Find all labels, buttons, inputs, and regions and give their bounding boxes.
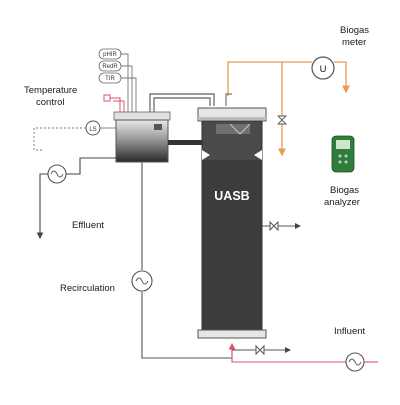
- influent-label: Influent: [334, 326, 366, 337]
- sensor-temp-label: TIR: [105, 76, 115, 82]
- biogas-analyzer-label-2: analyzer: [324, 197, 360, 208]
- uasb-reactor: [197, 107, 267, 339]
- temperature-control-label-1: Temperature: [24, 85, 77, 96]
- transfer-pipe: [168, 140, 202, 145]
- biogas-meter-symbol: U: [320, 64, 327, 75]
- level-switch-label: LS: [89, 127, 96, 133]
- gas-takeoff-pipe: [225, 93, 232, 106]
- biogas-analyzer-icon: [331, 135, 355, 173]
- biogas-meter: U: [311, 56, 335, 80]
- uasb-label: UASB: [214, 189, 249, 203]
- biogas-line: [227, 61, 350, 157]
- sensor-group: pHIR RedR TIR: [98, 48, 122, 84]
- sampling-port: [262, 220, 301, 232]
- sensor-wires: [121, 53, 137, 112]
- sensor-redox-label: RedR: [102, 64, 118, 70]
- overflow-pipe: [149, 93, 215, 112]
- effluent-label: Effluent: [72, 220, 104, 231]
- level-switch: LS: [85, 120, 101, 136]
- level-switch-wires: [33, 127, 116, 151]
- effluent-pump-icon: [47, 164, 67, 184]
- bottom-sampling-port: [232, 344, 291, 356]
- biogas-analyzer-label-1: Biogas: [330, 185, 359, 196]
- influent-line: [228, 342, 346, 363]
- gas-valve-icon: [276, 115, 288, 125]
- effluent-line: [36, 157, 116, 240]
- temperature-control-label-2: control: [36, 97, 65, 108]
- biogas-meter-label-2: meter: [342, 37, 366, 48]
- biogas-meter-label-1: Biogas: [340, 25, 369, 36]
- sensor-ph-label: pHIR: [103, 52, 117, 58]
- recirculation-label: Recirculation: [60, 283, 115, 294]
- recirculation-pump-icon: [131, 270, 153, 292]
- recirculation-tank: [113, 111, 171, 163]
- influent-pump-icon: [345, 352, 365, 372]
